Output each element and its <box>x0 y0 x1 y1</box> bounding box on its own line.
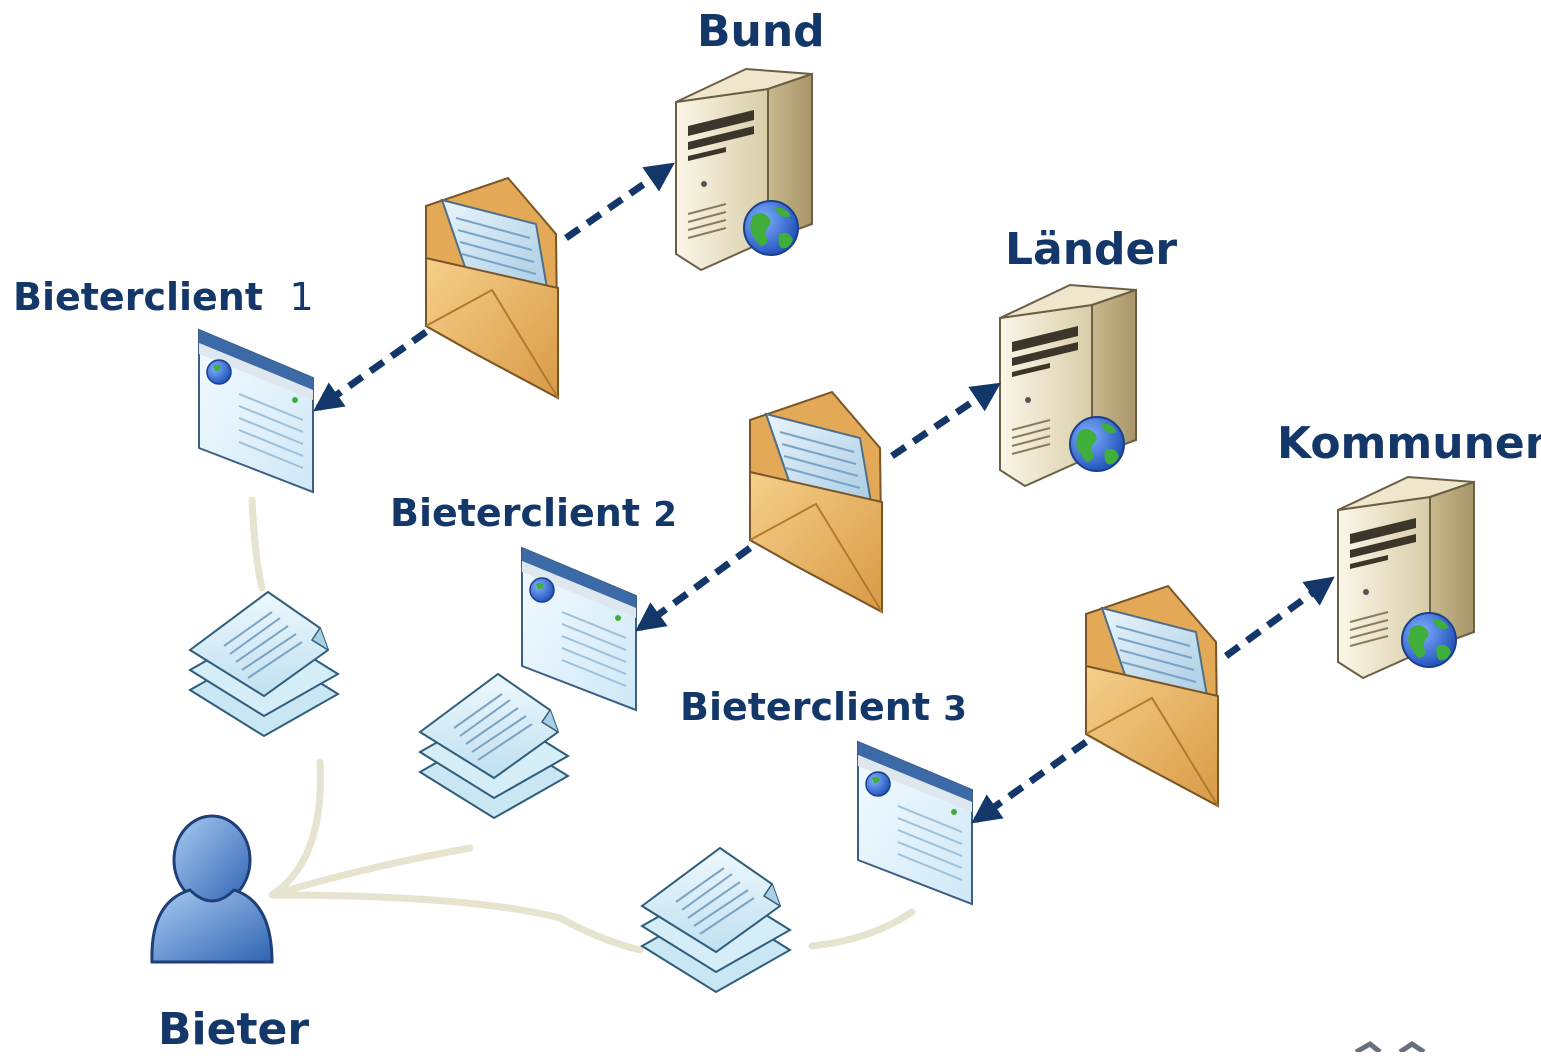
arrow-envelope1-client1 <box>313 329 429 412</box>
person-icon <box>150 814 274 964</box>
label-client2-num: 2 <box>653 495 677 535</box>
browser-window-icon <box>857 741 973 905</box>
browser-window-icon <box>521 547 637 711</box>
label-client1: Bieterclient 1 <box>13 278 314 316</box>
label-bund: Bund <box>697 10 825 54</box>
document-stack-icon <box>419 673 569 819</box>
arrow-envelope3-kommunen <box>1223 576 1335 659</box>
connector-client1-docs <box>248 496 266 592</box>
document-stack-icon <box>189 591 339 737</box>
envelope-icon <box>425 177 559 399</box>
connector-docs3-client3 <box>808 908 916 950</box>
label-bieter: Bieter <box>158 1008 309 1052</box>
label-client1-name: Bieterclient <box>13 275 264 319</box>
connector-bieter-docs2 <box>268 844 474 899</box>
connector-lines <box>248 496 916 954</box>
server-kommunen <box>1337 476 1475 679</box>
logo-fragment <box>1354 1040 1426 1055</box>
label-laender: Länder <box>1005 228 1177 272</box>
envelope-icon <box>749 391 883 613</box>
label-bund-text: Bund <box>697 6 825 57</box>
connector-docs1-bieter <box>268 758 324 899</box>
arrow-envelope2-laender <box>890 382 1001 459</box>
globe-icon <box>1401 612 1457 668</box>
label-client1-num: 1 <box>289 275 314 319</box>
arrow-envelope1-bund <box>564 162 675 241</box>
server-bund <box>675 68 813 271</box>
label-kommunen-text: Kommunen <box>1277 418 1541 469</box>
arrow-envelope3-client3 <box>971 739 1089 824</box>
document-stack-icon <box>641 847 791 993</box>
arrows <box>313 162 1335 824</box>
label-client3: Bieterclient 3 <box>680 688 967 726</box>
label-laender-text: Länder <box>1005 224 1178 275</box>
globe-icon <box>1069 416 1125 472</box>
globe-icon <box>743 200 799 256</box>
label-client3-num: 3 <box>943 689 967 729</box>
label-client2: Bieterclient 2 <box>390 494 677 532</box>
envelope-icon <box>1085 585 1219 807</box>
browser-window-icon <box>198 329 314 493</box>
server-laender <box>999 284 1137 487</box>
label-bieter-text: Bieter <box>158 1004 310 1055</box>
label-client2-name: Bieterclient <box>390 491 641 535</box>
arrow-envelope2-client2 <box>635 545 753 632</box>
label-kommunen: Kommunen <box>1277 422 1541 466</box>
label-client3-name: Bieterclient <box>680 685 931 729</box>
connector-bieter-docs3 <box>268 891 644 954</box>
